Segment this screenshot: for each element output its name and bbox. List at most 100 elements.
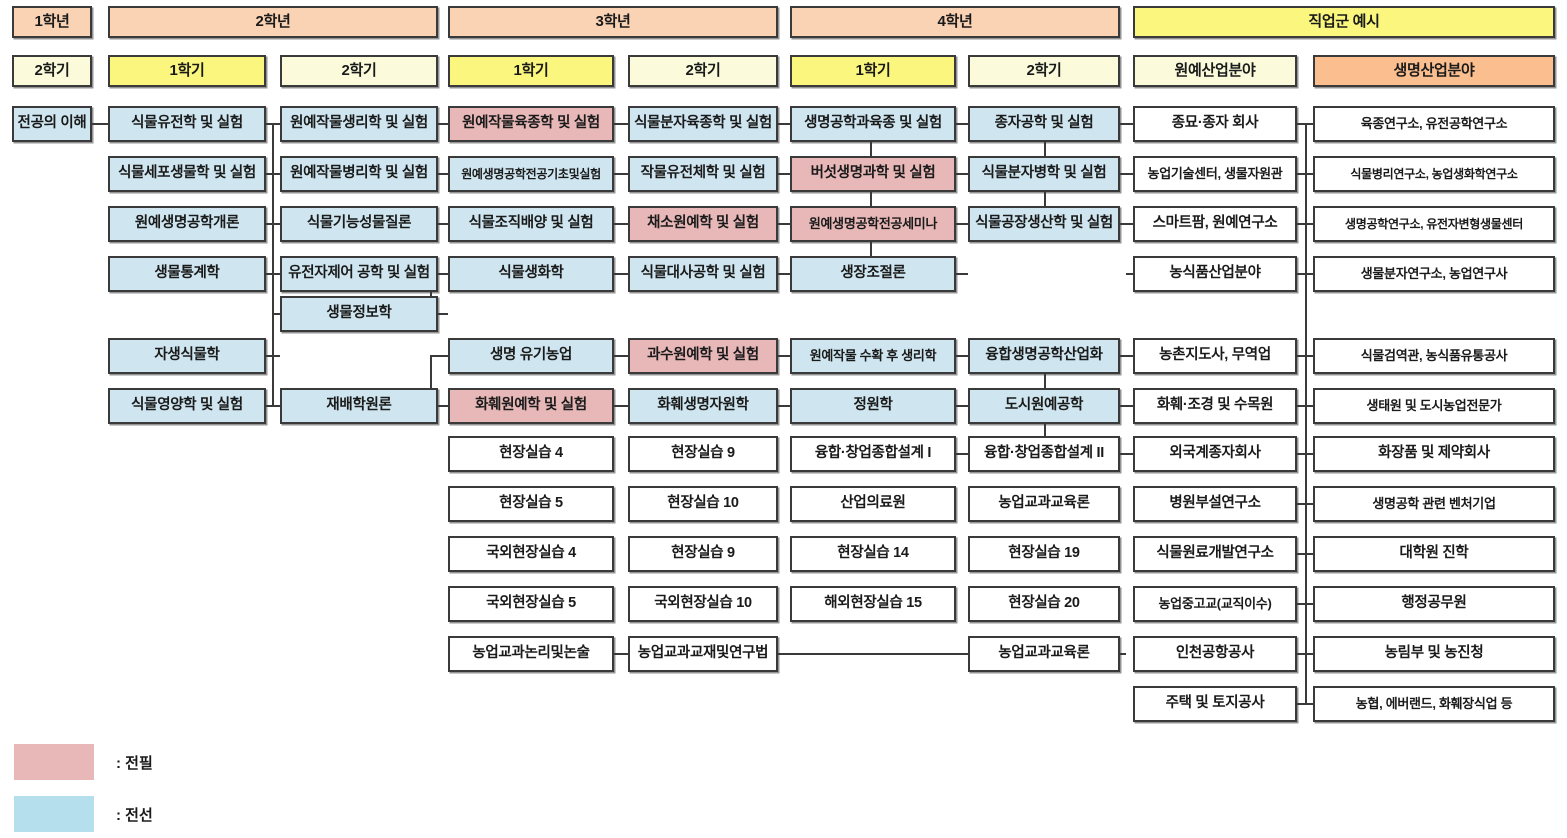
connector-line [778,405,790,407]
course-box: 산업의료원 [790,486,956,522]
course-box: 현장실습 9 [628,536,778,572]
course-box: 농업교과교육론 [968,636,1120,672]
course-box: 현장실습 14 [790,536,956,572]
legend-label-required: : 전필 [116,755,153,772]
connector-line [614,653,628,655]
course-box: 생명 유기농업 [448,338,614,374]
course-box: 원예생명공학전공세미나 [790,206,956,242]
connector-line [1120,653,1126,655]
course-box: 원예작물병리학 및 실험 [280,156,438,192]
course-box: 농업교과교재및연구법 [628,636,778,672]
connector-line [778,653,968,655]
course-box: 생명공학연구소, 유전자변형생물센터 [1313,206,1555,242]
connector-line [778,223,790,225]
course-box: 국외현장실습 10 [628,586,778,622]
connector-line [1297,503,1305,505]
course-box: 식물생화학 [448,256,614,292]
course-box: 식물병리연구소, 농업생화학연구소 [1313,156,1555,192]
connector-line [614,405,628,407]
course-box: 생태원 및 도시농업전문가 [1313,388,1555,424]
course-box: 식물분자육종학 및 실험 [628,106,778,142]
connector-line [1297,223,1305,225]
course-box: 식물영양학 및 실험 [108,388,266,424]
connector-line [870,123,872,273]
connector-line [1305,123,1307,703]
year-header-career: 직업군 예시 [1133,6,1555,38]
course-box: 화장품 및 제약회사 [1313,436,1555,472]
connector-line [614,173,628,175]
connector-line [1297,553,1305,555]
connector-line [956,173,968,175]
connector-line [430,355,448,357]
connector-line [272,123,274,405]
connector-line [438,313,448,315]
course-box: 식물대사공학 및 실험 [628,256,778,292]
course-box: 화훼원예학 및 실험 [448,388,614,424]
connector-line [1297,453,1305,455]
course-box: 농업교과교육론 [968,486,1120,522]
connector-line [272,223,280,225]
connector-line [438,223,448,225]
legend-swatch-required [14,744,94,780]
course-box: 농업교과논리및논술 [448,636,614,672]
connector-line [778,355,790,357]
connector-line [614,123,628,125]
course-box: 융합·창업종합설계 I [790,436,956,472]
semester-header-jobA: 원예산업분야 [1133,55,1297,87]
course-box: 정원학 [790,388,956,424]
course-box: 생물분자연구소, 농업연구사 [1313,256,1555,292]
course-box: 식물분자병학 및 실험 [968,156,1120,192]
connector-line [430,273,432,313]
semester-header-y1s2: 2학기 [12,55,92,87]
course-box: 유전자제어 공학 및 실험 [280,256,438,292]
connector-line [1305,405,1313,407]
semester-header-y4s2: 2학기 [968,55,1120,87]
connector-line [956,405,968,407]
course-box: 원예작물 수확 후 생리학 [790,338,956,374]
semester-header-y3s1: 1학기 [448,55,614,87]
course-box: 화훼·조경 및 수목원 [1133,388,1297,424]
year-header-1: 1학년 [12,6,92,38]
course-box: 생명공학 관련 벤처기업 [1313,486,1555,522]
connector-line [430,355,432,405]
course-box: 현장실습 19 [968,536,1120,572]
connector-line [1305,123,1313,125]
connector-line [1305,223,1313,225]
year-header-4: 4학년 [790,6,1120,38]
course-box: 과수원예학 및 실험 [628,338,778,374]
course-box: 대학원 진학 [1313,536,1555,572]
connector-line [1126,405,1133,407]
course-box: 생명공학과육종 및 실험 [790,106,956,142]
course-box: 원예생명공학전공기초및실험 [448,156,614,192]
connector-line [1305,503,1313,505]
course-box: 농림부 및 농진청 [1313,636,1555,672]
course-box: 현장실습 4 [448,436,614,472]
course-box: 원예작물생리학 및 실험 [280,106,438,142]
connector-line [956,123,968,125]
semester-header-y2s1: 1학기 [108,55,266,87]
semester-header-y3s2: 2학기 [628,55,778,87]
course-box: 농협, 에버랜드, 화훼장식업 등 [1313,686,1555,722]
course-box: 주택 및 토지공사 [1133,686,1297,722]
connector-line [1297,355,1305,357]
connector-line [1297,273,1305,275]
course-box: 식물세포생물학 및 실험 [108,156,266,192]
connector-line [272,273,280,275]
connector-line [272,313,280,315]
course-box: 자생식물학 [108,338,266,374]
connector-line [1126,355,1133,357]
course-box: 화훼생명자원학 [628,388,778,424]
connector-line [1126,453,1133,455]
connector-line [1305,273,1313,275]
course-box: 융합생명공학산업화 [968,338,1120,374]
course-box: 농업중고교(교직이수) [1133,586,1297,622]
course-box: 인천공항공사 [1133,636,1297,672]
course-box: 스마트팜, 원예연구소 [1133,206,1297,242]
course-box: 식물유전학 및 실험 [108,106,266,142]
connector-line [1297,703,1305,705]
course-box: 생물통계학 [108,256,266,292]
course-box: 생물정보학 [280,296,438,332]
year-header-2: 2학년 [108,6,438,38]
connector-line [778,173,790,175]
